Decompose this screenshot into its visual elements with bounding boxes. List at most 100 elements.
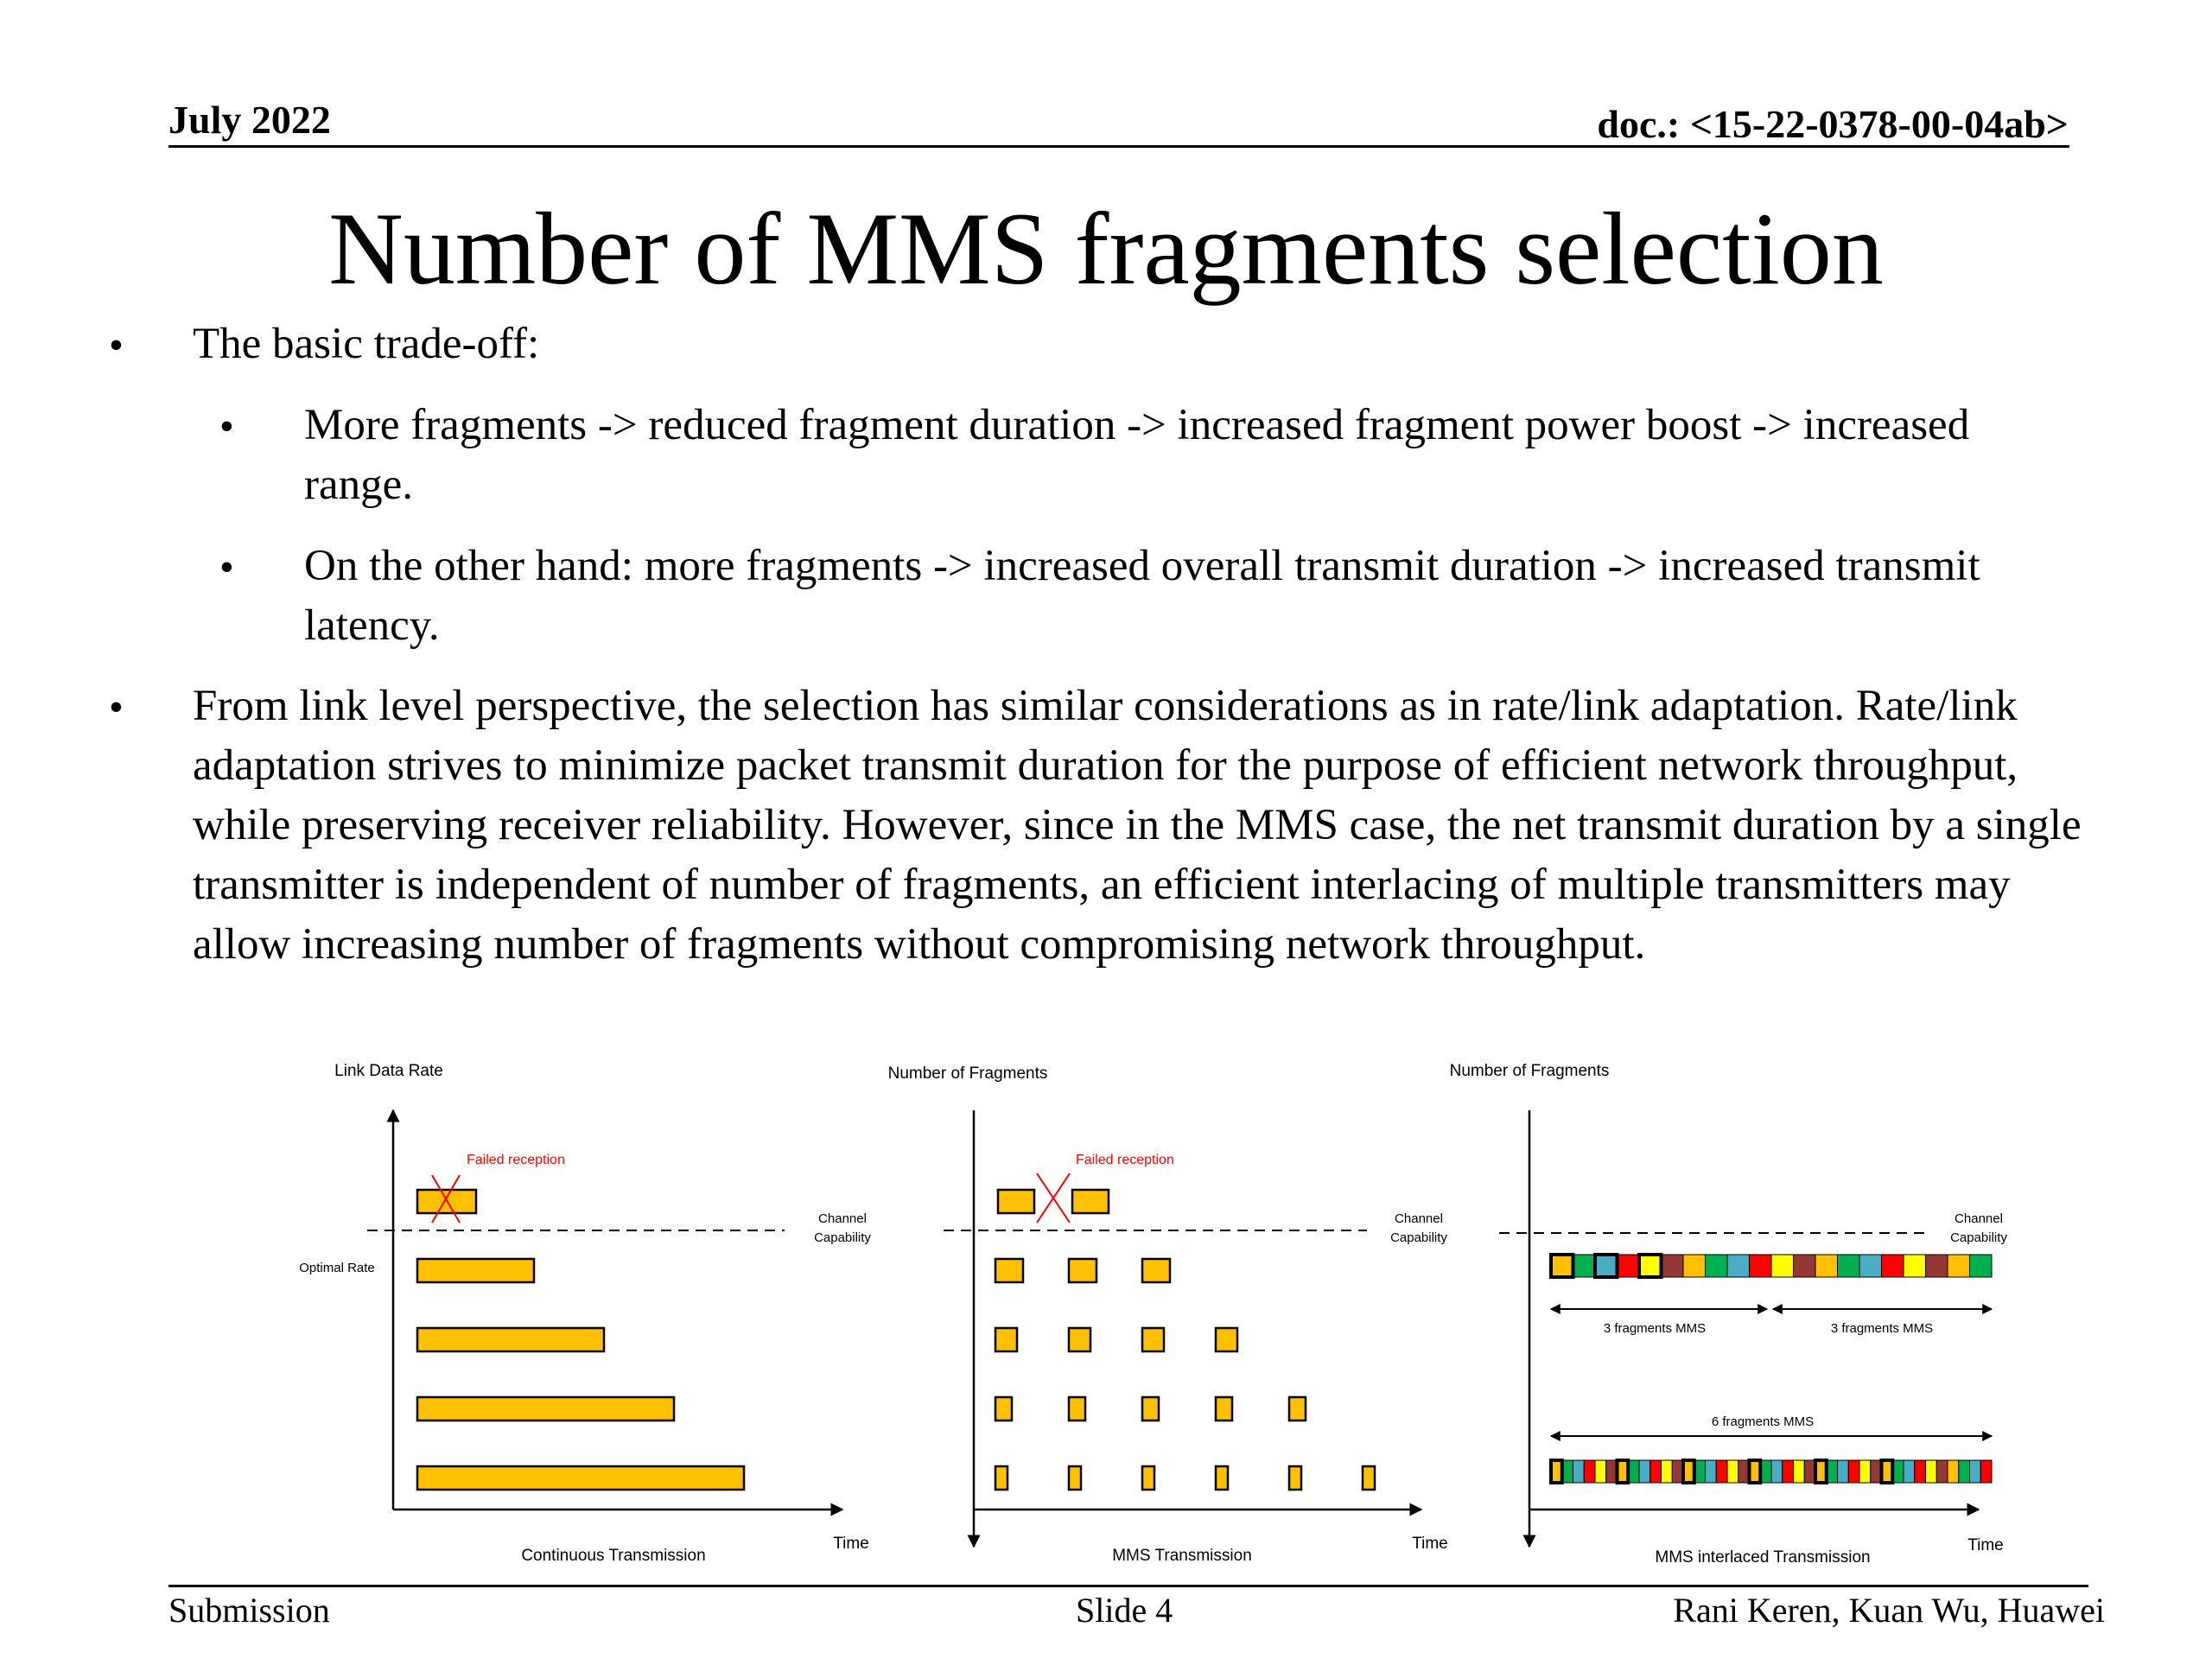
interlaced-fragment [1661, 1459, 1673, 1484]
interlaced-fragment [1903, 1459, 1916, 1484]
panel-1-optimal-rate-label: Optimal Rate [299, 1261, 375, 1275]
bullet-marker: • [219, 404, 234, 449]
interlaced-fragment [1925, 1254, 1948, 1278]
interlaced-fragment [1903, 1254, 1926, 1278]
interlaced-fragment [1583, 1459, 1596, 1484]
fragment-box [1214, 1395, 1234, 1422]
panel-mms-transmission: Number of Fragments Failed reception Cha… [888, 1065, 1448, 1565]
footer-submission: Submission [168, 1591, 330, 1630]
fragment-box [1214, 1465, 1230, 1491]
footer-divider [168, 1585, 2088, 1587]
interlaced-fragment [1573, 1459, 1585, 1484]
fragment-box [1141, 1395, 1160, 1422]
transmission-bar [416, 1257, 536, 1284]
interlaced-fragment [1881, 1254, 1904, 1278]
interlaced-fragment [1837, 1254, 1860, 1278]
fragment-box [994, 1395, 1014, 1422]
interlaced-row-6-fragments [1549, 1459, 1993, 1484]
panel-1-channel-label-2: Capability [814, 1230, 871, 1245]
fragment-box [1067, 1257, 1098, 1284]
interlaced-fragment [1705, 1459, 1717, 1484]
slide-title: Number of MMS fragments selection [328, 191, 1884, 306]
panel-1-failed-label: Failed reception [467, 1153, 565, 1167]
highlighted-fragment [1747, 1459, 1763, 1484]
bullet-1-sub-2: On the other hand: more fragments -> inc… [304, 542, 1980, 650]
interlaced-fragment [1649, 1459, 1662, 1484]
interlaced-fragment [1770, 1459, 1783, 1484]
bullet-marker: • [109, 322, 124, 368]
panel-2-y-label: Number of Fragments [888, 1065, 1048, 1083]
interlaced-fragment [1969, 1459, 1981, 1484]
interlaced-fragment [1638, 1459, 1651, 1484]
fragment-box [1214, 1326, 1239, 1353]
bullet-2-text: From link level perspective, the selecti… [193, 682, 2082, 969]
transmission-bar [416, 1326, 606, 1353]
fragment-box [1067, 1395, 1087, 1422]
panel-3-caption: MMS interlaced Transmission [1655, 1548, 1870, 1567]
interlaced-fragment [1550, 1254, 1573, 1278]
fragment-box [994, 1326, 1019, 1353]
footer-slide-number: Slide 4 [1076, 1591, 1173, 1630]
highlighted-fragment [1549, 1253, 1575, 1279]
interlaced-row-3-fragments [1549, 1253, 1993, 1279]
interlaced-fragment [1837, 1459, 1849, 1484]
interlaced-fragment [1958, 1459, 1970, 1484]
fragment-box [1287, 1395, 1307, 1422]
bullet-1-text: The basic trade-off: [193, 320, 540, 368]
interlaced-fragment [1947, 1254, 1970, 1278]
interlaced-fragment [1573, 1254, 1596, 1278]
interlaced-fragment [1726, 1459, 1739, 1484]
transmission-bar [416, 1395, 676, 1422]
span-label-6-fragments: 6 fragments MMS [1712, 1414, 1814, 1429]
bullet-1-sub-1: More fragments -> reduced fragment durat… [304, 401, 1970, 509]
header-doc-id: doc.: <15-22-0378-00-04ab> [1597, 102, 2069, 146]
panel-1-y-label: Link Data Rate [334, 1062, 443, 1080]
panel-3-y-label: Number of Fragments [1450, 1062, 1610, 1080]
interlaced-fragment [1847, 1459, 1860, 1484]
interlaced-fragment [1682, 1254, 1706, 1278]
interlaced-fragment [1594, 1254, 1618, 1278]
fragment-rows [994, 1257, 1376, 1491]
interlaced-fragment [1914, 1459, 1926, 1484]
panel-1-caption: Continuous Transmission [521, 1547, 705, 1565]
panel-2-failed-label: Failed reception [1076, 1153, 1174, 1167]
highlighted-fragment [1549, 1459, 1564, 1484]
highlighted-fragment [1615, 1459, 1630, 1484]
interlaced-fragment [1980, 1459, 1993, 1484]
highlighted-fragment [1681, 1459, 1696, 1484]
fragment-box [1067, 1465, 1083, 1491]
interlaced-fragment [1925, 1459, 1937, 1484]
panel-mms-interlaced-transmission: Number of Fragments Channel Capability 3… [1450, 1062, 2008, 1567]
interlaced-fragment [1859, 1254, 1882, 1278]
panel-3-channel-label-2: Capability [1950, 1230, 2007, 1245]
header-divider [168, 145, 2069, 148]
panel-1-x-label: Time [833, 1535, 869, 1553]
interlaced-fragment [1749, 1254, 1772, 1278]
span-label-3-fragments-a: 3 fragments MMS [1604, 1321, 1706, 1336]
panel-3-x-label: Time [1967, 1536, 2004, 1554]
highlighted-fragment [1879, 1459, 1895, 1484]
span-label-3-fragments-b: 3 fragments MMS [1831, 1321, 1933, 1336]
fragment-box [994, 1257, 1025, 1284]
bullet-marker: • [219, 544, 234, 590]
panel-continuous-transmission: Link Data Rate Failed reception Channel … [299, 1062, 871, 1565]
panel-2-channel-label-1: Channel [1395, 1211, 1443, 1226]
panel-2-x-label: Time [1412, 1535, 1448, 1553]
failed-fragment [996, 1188, 1036, 1215]
interlaced-fragment [1793, 1254, 1816, 1278]
interlaced-fragment [1782, 1459, 1794, 1484]
fragment-box [1141, 1257, 1172, 1284]
interlaced-fragment [1705, 1254, 1728, 1278]
transmission-bar [416, 1465, 746, 1491]
interlaced-fragment [1969, 1254, 1993, 1278]
panel-2-caption: MMS Transmission [1112, 1547, 1252, 1565]
interlaced-fragment [1859, 1459, 1872, 1484]
failed-fragment [1071, 1188, 1110, 1215]
panel-2-channel-label-2: Capability [1390, 1230, 1447, 1245]
interlaced-fragment [1594, 1459, 1607, 1484]
interlaced-fragment [1947, 1459, 1960, 1484]
fragment-box [1287, 1465, 1303, 1491]
fragment-box [1141, 1465, 1156, 1491]
interlaced-fragment [1815, 1254, 1838, 1278]
header-date: July 2022 [168, 98, 331, 142]
